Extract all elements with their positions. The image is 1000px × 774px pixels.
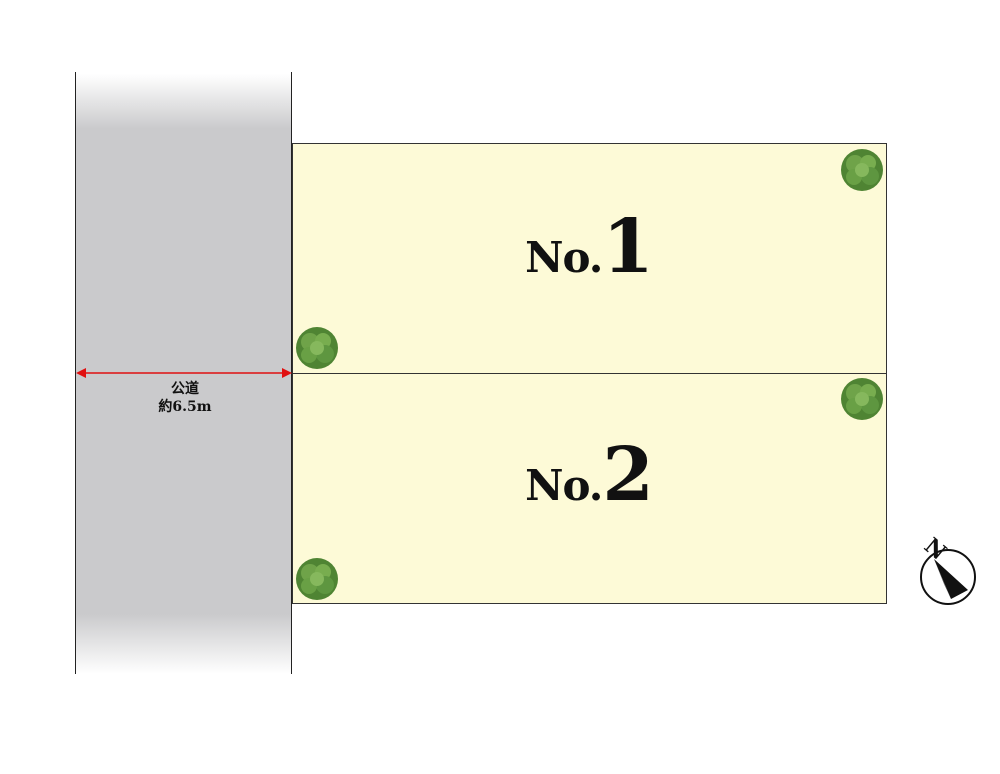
lot-2-label: No.2 [293,432,886,518]
north-arrow-icon: N [919,533,976,605]
lot-1-prefix: No. [525,233,603,282]
lot-2-number: 2 [602,432,654,518]
lot-2[interactable]: No.2 [292,373,887,604]
lot-1-label: No.1 [293,204,886,290]
lot-1-number: 1 [602,204,654,290]
tree-icon [296,327,338,369]
dimension-arrow-icon [76,368,292,378]
tree-icon [841,149,883,191]
lot-2-prefix: No. [525,461,603,510]
tree-icon [841,378,883,420]
public-road [76,74,292,674]
tree-icon [296,558,338,600]
lot-1[interactable]: No.1 [292,143,887,374]
road-width: 約6.5m [158,399,212,415]
road-name: 公道 [171,381,199,397]
road-left-edge [75,72,76,674]
